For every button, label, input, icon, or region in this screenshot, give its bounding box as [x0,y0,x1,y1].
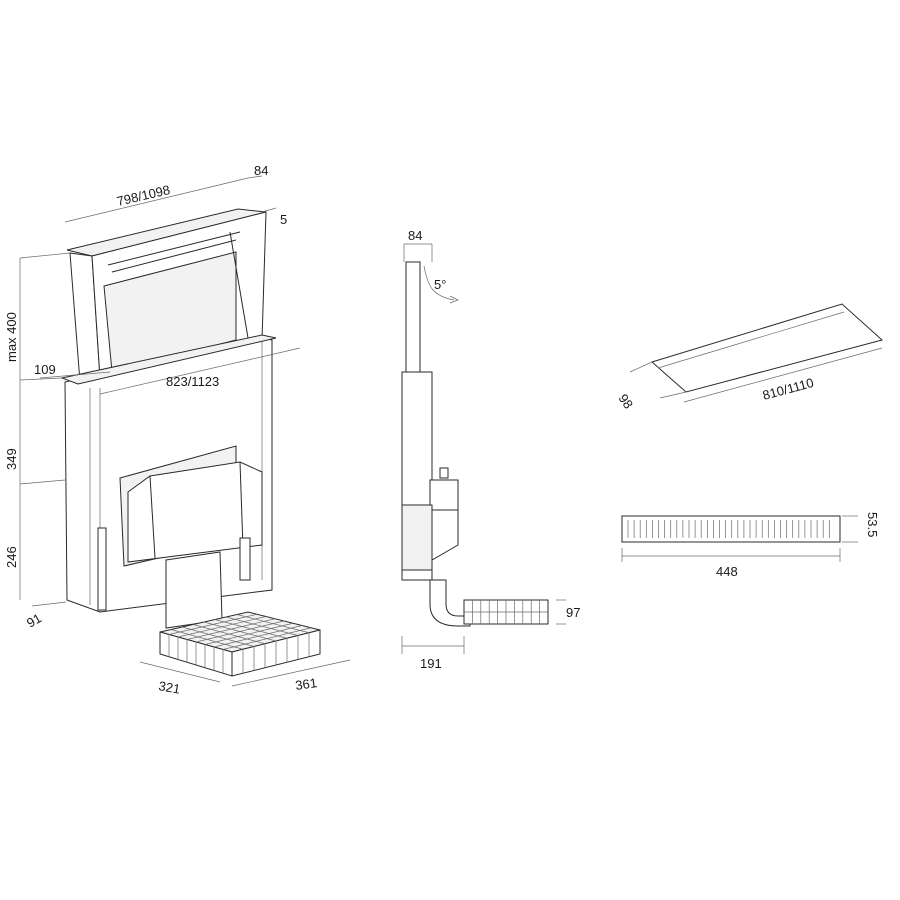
hatch-line [204,622,294,645]
filter-view [621,515,858,562]
hatch-line [214,619,288,639]
top-flange [60,334,277,385]
filter-dim-height: 53.5 [865,512,880,537]
side-dim-depth: 84 [408,228,422,243]
side-dim-angle: 5° [434,277,446,292]
hatch-line [213,625,303,648]
side-dim-outlet-depth: 191 [420,656,442,671]
dim-depth-top: 84 [254,163,268,178]
side-dim-filter-height: 97 [566,605,580,620]
dim-height-max: max 400 [4,312,19,362]
dim-height-mid: 349 [4,448,19,470]
cutout-view [629,303,884,403]
cutout-dim-depth: 98 [616,391,637,411]
dim-width-body: 823/1123 [166,374,219,389]
dim-motor-depth: 321 [157,678,181,697]
hood-glass-inner [103,251,237,373]
dim-offset: 109 [34,362,56,377]
cutout-plate [650,303,884,393]
filter-frame [621,515,841,543]
hatch-line [195,620,285,643]
dim-width-top: 798/1098 [115,182,171,209]
dim-height-low: 246 [4,546,19,568]
vertical-duct [165,551,223,629]
front-view [19,175,351,687]
hatch-line [222,627,312,650]
side-panel [405,261,421,373]
hatch-line [236,614,310,634]
dim-motor-width: 361 [294,675,318,693]
hatch-line [225,616,299,636]
filter-dim-width: 448 [716,564,738,579]
dim-lip: 5 [280,212,287,227]
side-view [401,243,566,654]
dim-depth-base: 91 [24,610,44,630]
